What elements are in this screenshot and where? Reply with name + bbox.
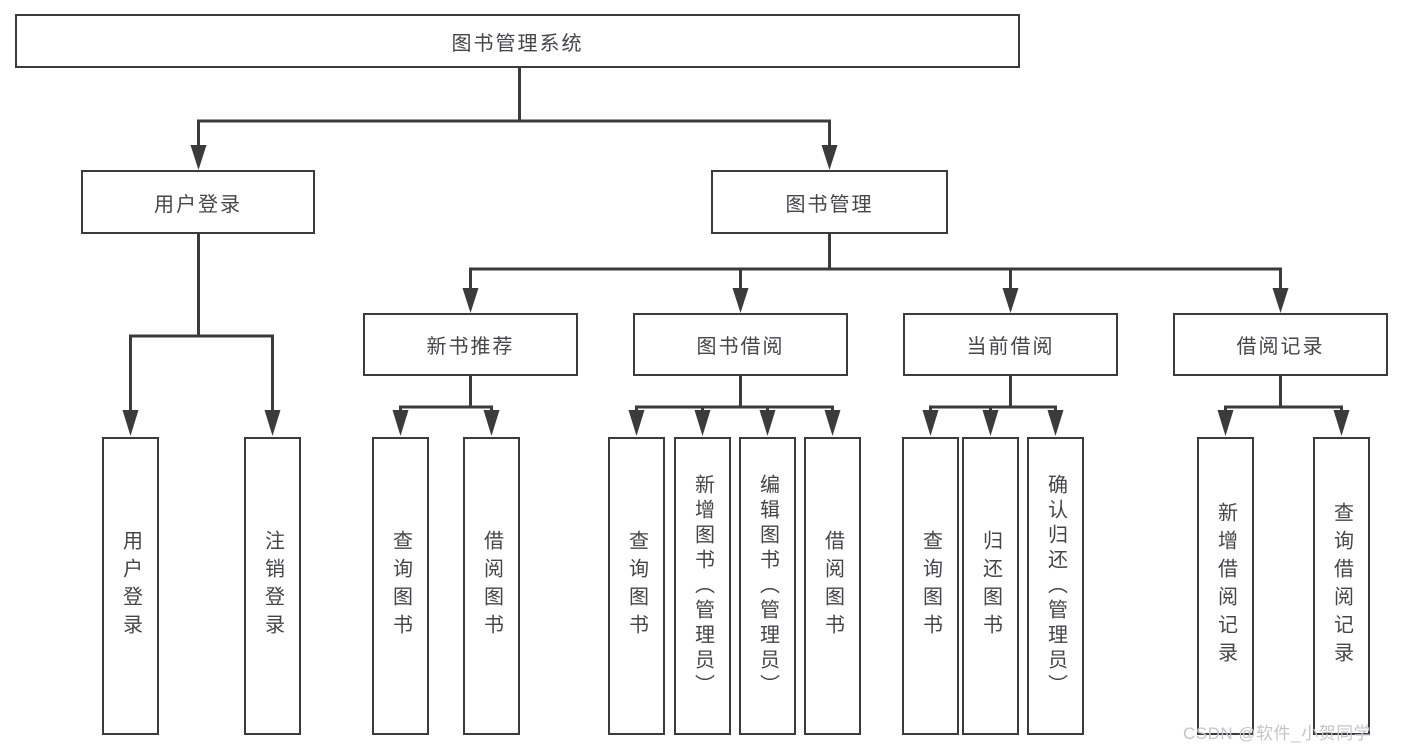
- connector-borrowing-records-to-leaves: [1217, 376, 1350, 436]
- leaf-label: 借阅图书: [480, 530, 503, 642]
- connector-book-borrowing-to-leaves: [628, 376, 841, 436]
- leaf-label: 查询图书: [919, 530, 942, 642]
- node-user-login: 用户登录: [81, 170, 315, 234]
- node-label: 当前借阅: [966, 336, 1055, 358]
- leaf-user-login: 用户登录: [102, 437, 159, 735]
- node-label: 图书管理: [785, 193, 874, 216]
- leaf-query-books-current: 查询图书: [902, 437, 959, 735]
- leaf-edit-books-admin: 编辑图书（管理员）: [739, 437, 796, 735]
- leaf-label: 查询借阅记录: [1330, 502, 1353, 670]
- leaf-label: 编辑图书（管理员）: [756, 473, 779, 699]
- leaf-label: 用户登录: [119, 530, 142, 642]
- leaf-query-books-recommend: 查询图书: [372, 437, 429, 735]
- node-current-borrowing: 当前借阅: [903, 313, 1118, 376]
- leaf-label: 确认归还（管理员）: [1044, 473, 1067, 699]
- leaf-borrow-books-recommend: 借阅图书: [463, 437, 520, 735]
- node-label: 用户登录: [154, 193, 242, 216]
- leaf-add-books-admin: 新增图书（管理员）: [674, 437, 731, 735]
- connector-root-to-level2: [190, 68, 838, 170]
- leaf-label: 新增图书（管理员）: [691, 473, 714, 699]
- connector-book-mgmt-to-level3: [462, 234, 1289, 313]
- leaf-query-books-borrowing: 查询图书: [608, 437, 665, 735]
- csdn-watermark: CSDN @软件_小贺同学: [1183, 724, 1372, 743]
- leaf-query-borrow-record: 查询借阅记录: [1313, 437, 1370, 735]
- leaf-add-borrow-record: 新增借阅记录: [1197, 437, 1254, 735]
- leaf-label: 查询图书: [625, 530, 648, 642]
- leaf-return-books: 归还图书: [962, 437, 1019, 735]
- leaf-confirm-return-admin: 确认归还（管理员）: [1027, 437, 1084, 735]
- connector-new-book-to-leaves: [392, 376, 500, 436]
- connector-user-login-to-leaves: [122, 234, 281, 436]
- node-library-management-system: 图书管理系统: [15, 14, 1020, 68]
- leaf-label: 借阅图书: [821, 530, 844, 642]
- node-label: 新书推荐: [426, 336, 515, 358]
- node-label: 图书借阅: [696, 336, 785, 358]
- node-label: 图书管理系统: [451, 32, 584, 55]
- leaf-label: 注销登录: [261, 530, 284, 642]
- node-label: 借阅记录: [1236, 336, 1325, 358]
- leaf-borrow-books-borrowing: 借阅图书: [804, 437, 861, 735]
- leaf-label: 查询图书: [389, 530, 412, 642]
- leaf-label: 新增借阅记录: [1214, 502, 1237, 670]
- node-book-management: 图书管理: [711, 170, 948, 234]
- leaf-logout: 注销登录: [244, 437, 301, 735]
- leaf-label: 归还图书: [979, 530, 1002, 642]
- node-borrowing-records: 借阅记录: [1173, 313, 1388, 376]
- node-book-borrowing: 图书借阅: [633, 313, 848, 376]
- connector-current-borrowing-to-leaves: [922, 376, 1064, 436]
- node-new-book-recommendation: 新书推荐: [363, 313, 578, 376]
